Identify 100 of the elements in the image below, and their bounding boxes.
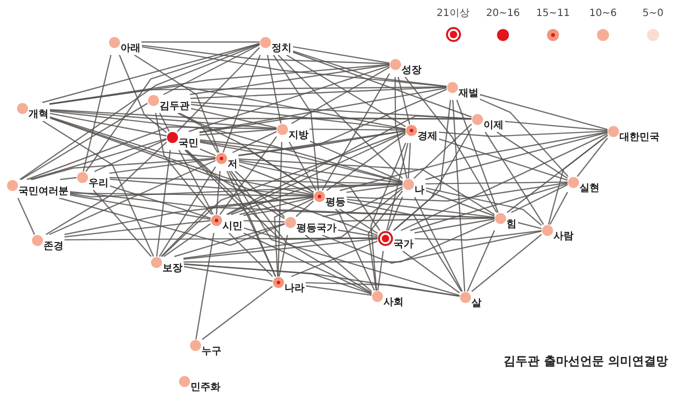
connector-line xyxy=(46,142,167,236)
connector-line xyxy=(278,142,282,277)
connector-line xyxy=(58,197,285,246)
node-label: 김두관 xyxy=(158,101,190,113)
connector-line xyxy=(159,112,170,132)
connector-line xyxy=(292,50,447,87)
connector-line xyxy=(274,198,314,277)
connector-line xyxy=(496,132,568,179)
connector-line xyxy=(402,250,460,294)
keyword-node xyxy=(608,126,660,144)
legend-label: 10~6 xyxy=(589,7,617,21)
node-label: 경제 xyxy=(416,131,438,143)
connector-line xyxy=(548,134,608,225)
connector-line xyxy=(414,230,542,241)
connector-line xyxy=(346,182,568,202)
node-label: 실현 xyxy=(578,183,600,195)
connector-line xyxy=(226,115,472,216)
connector-line xyxy=(94,138,167,172)
connector-line xyxy=(410,183,568,232)
connector-line xyxy=(49,112,167,136)
connector-line xyxy=(305,285,372,296)
connector-line xyxy=(195,232,214,340)
connector-line xyxy=(190,86,447,99)
connector-line xyxy=(292,46,390,64)
connector-line xyxy=(49,110,277,130)
connector-line xyxy=(216,170,221,215)
connector-line xyxy=(334,208,376,291)
connector-line xyxy=(438,130,608,137)
connector-line xyxy=(230,170,372,294)
connector-line xyxy=(278,234,288,277)
connector-line xyxy=(49,85,406,130)
connector-line xyxy=(109,178,314,196)
legend-label: 15~11 xyxy=(536,7,570,21)
connector-line xyxy=(183,188,403,259)
node-label: 성장 xyxy=(400,65,422,77)
connector-line xyxy=(310,128,406,131)
keyword-node xyxy=(406,124,438,143)
connector-line xyxy=(425,187,542,226)
connector-line xyxy=(340,131,608,192)
connector-line xyxy=(286,54,406,128)
connector-line xyxy=(377,250,384,291)
connector-line xyxy=(339,208,378,234)
connector-line xyxy=(49,110,403,183)
keyword-node xyxy=(148,94,190,113)
connector-line xyxy=(69,194,211,220)
connector-line xyxy=(199,140,403,184)
connector-line xyxy=(309,140,403,182)
connector-line xyxy=(199,87,447,133)
connector-line xyxy=(202,286,273,340)
node-label: 개혁 xyxy=(28,109,50,121)
keyword-node xyxy=(16,102,50,121)
connector-line xyxy=(238,88,447,156)
connector-line xyxy=(238,160,403,184)
keyword-node xyxy=(190,340,222,358)
connector-line xyxy=(322,73,390,191)
connector-line xyxy=(20,44,260,180)
connector-line xyxy=(466,230,496,292)
connector-line xyxy=(184,150,276,277)
node-label: 시민 xyxy=(222,221,244,233)
connector-line xyxy=(404,76,498,213)
connector-line xyxy=(346,198,495,218)
connector-line xyxy=(26,126,277,180)
connector-line xyxy=(238,161,380,231)
keyword-node xyxy=(150,256,184,275)
node-label: 재벌 xyxy=(458,88,480,100)
connector-line xyxy=(118,54,167,134)
keyword-node xyxy=(446,82,480,100)
node-label: 나 xyxy=(414,185,426,197)
keyword-node xyxy=(6,180,70,198)
connector-line xyxy=(49,116,216,158)
connector-line xyxy=(232,131,277,154)
connector-line xyxy=(400,133,608,232)
node-label: 국민 xyxy=(178,138,200,150)
connector-line xyxy=(292,51,472,118)
connector-line xyxy=(42,120,154,257)
connector-line xyxy=(220,136,277,215)
connector-line xyxy=(177,112,218,153)
keyword-node xyxy=(210,214,244,233)
connector-line xyxy=(199,128,277,136)
connector-line xyxy=(190,108,277,128)
node-label: 사람 xyxy=(552,231,574,243)
connector-line xyxy=(32,158,216,180)
connector-line xyxy=(238,158,495,216)
node-label: 대한민국 xyxy=(618,132,660,144)
node-label: 저 xyxy=(226,159,238,171)
connector-line xyxy=(278,54,403,179)
node-label: 나라 xyxy=(284,283,306,295)
connector-line xyxy=(186,150,285,220)
node-label: 아래 xyxy=(120,43,142,55)
connector-line xyxy=(517,222,542,230)
connector-line xyxy=(199,142,314,193)
node-label: 누구 xyxy=(200,346,222,358)
connector-line xyxy=(393,128,472,231)
connector-line xyxy=(161,131,406,257)
connector-line xyxy=(184,220,495,263)
connector-line xyxy=(479,98,568,177)
connector-line xyxy=(199,117,472,134)
connector-line xyxy=(305,282,460,297)
connector-line xyxy=(273,54,320,191)
connector-line xyxy=(413,124,472,179)
